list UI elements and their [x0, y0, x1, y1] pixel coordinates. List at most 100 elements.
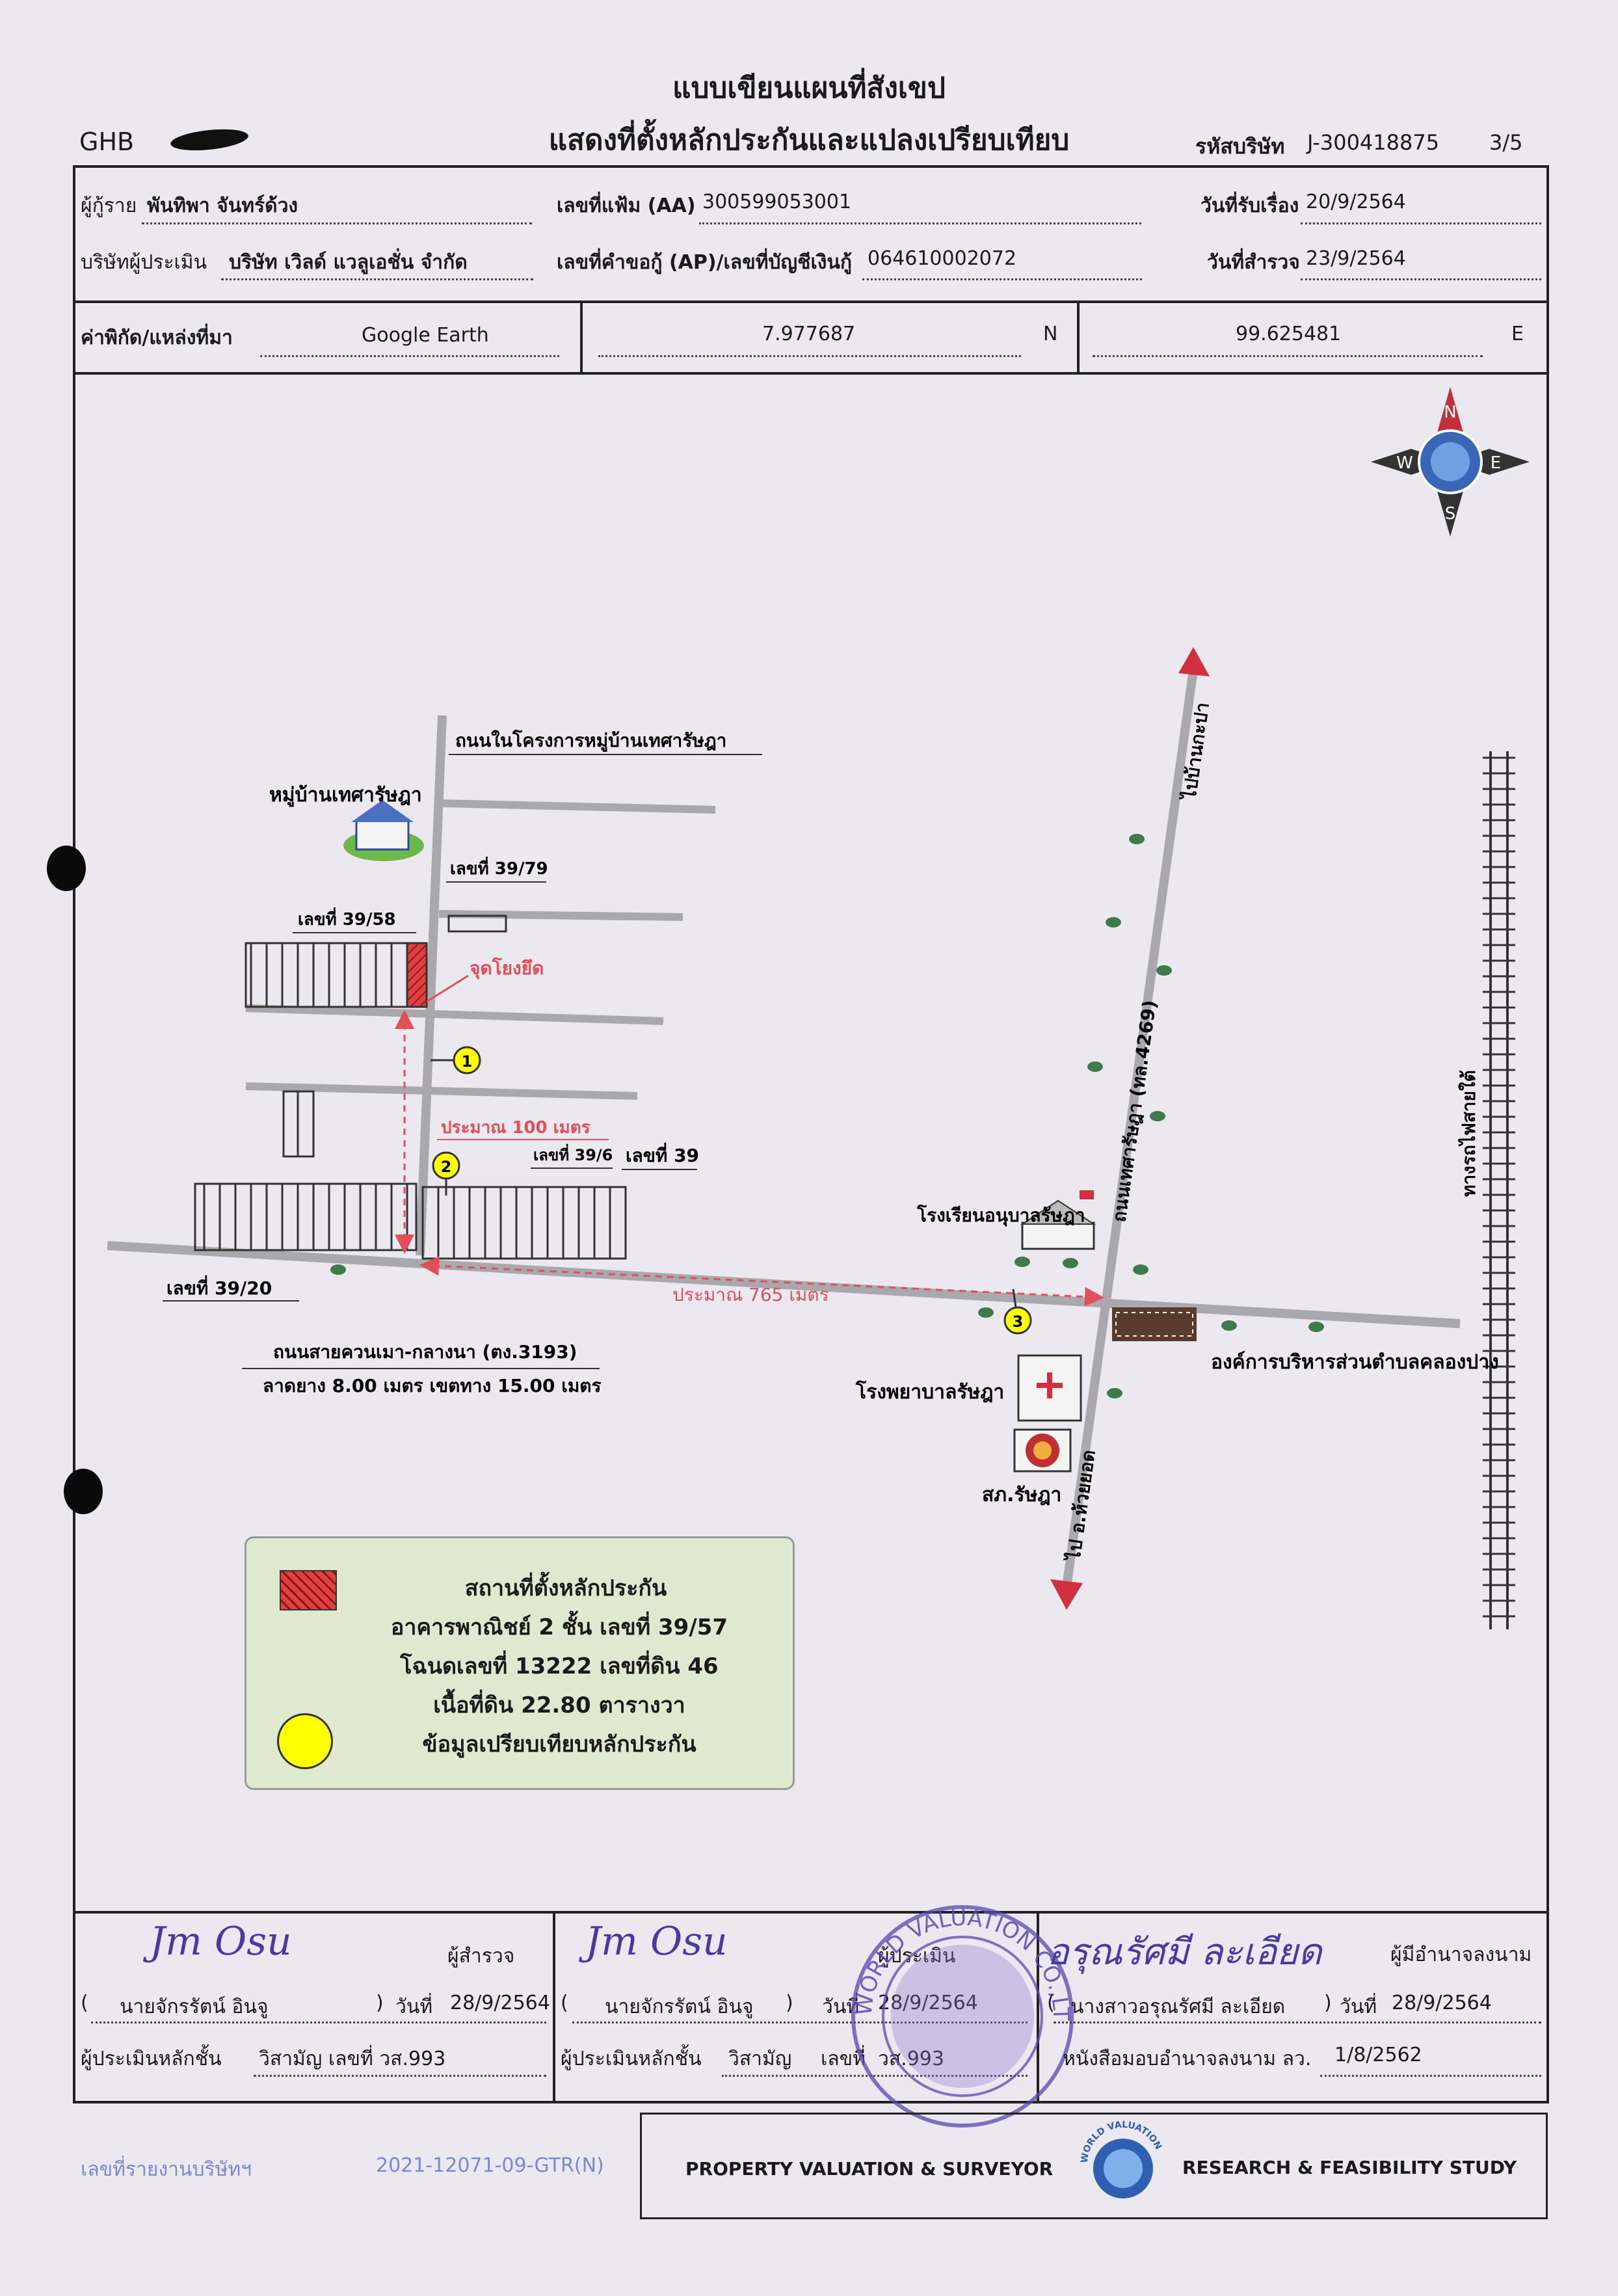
- svg-text:3: 3: [1013, 1313, 1024, 1331]
- tree-icon: [1129, 834, 1145, 844]
- tree-icon: [1015, 1257, 1030, 1267]
- collateral-plot: [406, 942, 428, 1008]
- authorized-date-label: วันที่: [1340, 1996, 1377, 2018]
- authorized-poa-date: 1/8/2562: [1334, 2044, 1422, 2066]
- appraiser-no: วส.993: [878, 2048, 944, 2070]
- surveyor-level: วิสามัญ เลขที่ วส.993: [259, 2048, 446, 2070]
- surveyor-date-label: วันที่: [395, 1996, 433, 2018]
- signature-frame: [73, 1911, 1549, 2103]
- latitude: 7.977687: [762, 323, 856, 345]
- request-no: 064610002072: [868, 247, 1017, 270]
- svg-text:2: 2: [441, 1158, 452, 1176]
- surveyor-role: ผู้สำรวจ: [447, 1945, 515, 1968]
- title-line-1: แบบเขียนแผนที่สังเขป: [672, 72, 946, 105]
- binder-hole: [47, 846, 86, 891]
- footer-right-service: RESEARCH & FEASIBILITY STUDY: [1182, 2157, 1517, 2178]
- appraiser-level: วิสามัญ: [728, 2048, 792, 2070]
- police-icon: [1013, 1428, 1072, 1473]
- railway-label: ทางรถไฟสายใต้: [1458, 1070, 1479, 1197]
- survey-date-label: วันที่สำรวจ: [1207, 251, 1300, 274]
- tree-icon: [1308, 1322, 1324, 1332]
- house-39-label: เลขที่ 39: [626, 1142, 699, 1166]
- authorized-date: 28/9/2564: [1392, 1992, 1492, 2014]
- bank-code: GHB: [79, 127, 135, 156]
- village-road: [416, 715, 447, 1256]
- coords-source: Google Earth: [362, 324, 489, 347]
- hospital-label: โรงพยาบาลรัษฎา: [855, 1380, 1004, 1404]
- company-code-label: รหัสบริษัท: [1195, 134, 1285, 159]
- surveyor-name: นายจักรรัตน์ อินจู: [120, 1996, 269, 2018]
- received-date-label: วันที่รับเรื่อง: [1200, 194, 1299, 217]
- house-row-3958: [245, 942, 410, 1008]
- report-no-label: เลขที่รายงานบริษัทฯ: [81, 2158, 252, 2181]
- arrow-to-ban-kapa: [1178, 647, 1210, 676]
- footer-left-service: PROPERTY VALUATION & SURVEYOR: [685, 2158, 1054, 2180]
- house-row-39: [421, 1186, 627, 1260]
- arrow-to-huai-yot: [1050, 1579, 1083, 1610]
- appraiser-date: 28/9/2564: [878, 1992, 978, 2014]
- legend-collateral-swatch: [280, 1570, 337, 1610]
- surveyor-level-label: ผู้ประเมินหลักชั้น: [81, 2048, 222, 2070]
- appraiser-level-label: ผู้ประเมินหลักชั้น: [561, 2048, 702, 2070]
- longitude: 99.625481: [1236, 323, 1342, 345]
- sao-building-icon: [1112, 1307, 1197, 1341]
- tree-icon: [1156, 965, 1172, 976]
- compass-rose: N S W E: [1371, 387, 1530, 537]
- school-label: โรงเรียนอนุบาลรัษฎา: [916, 1204, 1085, 1227]
- appraiser-company: บริษัท เวิลด์ แวลูเอชั่น จำกัด: [229, 251, 468, 274]
- tree-icon: [1063, 1258, 1078, 1268]
- page-number: 3/5: [1489, 130, 1523, 155]
- borrower-name: พันทิพา จันทร์ด้วง: [147, 194, 298, 217]
- tree-icon: [1106, 917, 1121, 928]
- compass-w: W: [1396, 453, 1413, 473]
- legend-deed: โฉนดเลขที่ 13222 เลขที่ดิน 46: [400, 1653, 719, 1679]
- tree-icon: [1107, 1388, 1122, 1398]
- appraiser-name: นายจักรรัตน์ อินจู: [605, 1996, 754, 2018]
- footer-box: [640, 2113, 1548, 2219]
- hospital-icon: [1017, 1354, 1082, 1422]
- tree-icon: [978, 1307, 994, 1318]
- received-date: 20/9/2564: [1306, 191, 1406, 213]
- distance-765-line: [419, 1256, 1104, 1307]
- company-code: J-300418875: [1307, 130, 1440, 155]
- distance-765-label: ประมาณ 765 เมตร: [672, 1284, 829, 1305]
- anchor-point-label: จุดโยงยึด: [470, 957, 544, 980]
- comparison-marker-3: 3: [1003, 1288, 1032, 1335]
- legend-area: เนื้อที่ดิน 22.80 ตารางวา: [433, 1692, 685, 1718]
- village-house-icon: [343, 800, 424, 861]
- survey-date: 23/9/2564: [1306, 247, 1406, 270]
- legend-collateral-location: สถานที่ตั้งหลักประกัน: [464, 1575, 667, 1601]
- police-label: สภ.รัษฎา: [982, 1484, 1061, 1506]
- latitude-dir: N: [1043, 323, 1058, 345]
- company-stamp: WORLD VALUATION CO.,LTD.: [845, 1899, 1074, 2128]
- house-3979: [447, 914, 507, 933]
- house-3958-label: เลขที่ 39/58: [298, 907, 396, 929]
- tree-icon: [1221, 1320, 1237, 1331]
- authorized-name: นางสาวอรุณรัศมี ละเอียด: [1070, 1996, 1286, 2018]
- village-name: หมู่บ้านเทศารัษฎา: [269, 784, 422, 807]
- signature-surveyor: Jm Osu: [150, 1919, 292, 1964]
- request-no-label: เลขที่คำขอกู้ (AP)/เลขที่บัญชีเงินกู้: [557, 251, 853, 274]
- road-tesa-label: ถนนเทศารัษฎา (ทล.4269): [1108, 998, 1161, 1223]
- tree-icon: [1133, 1264, 1148, 1275]
- compass-n: N: [1444, 403, 1456, 422]
- title-line-2: แสดงที่ตั้งหลักประกันและแปลงเปรียบเทียบ: [548, 124, 1070, 157]
- appraiser-company-label: บริษัทผู้ประเมิน: [81, 251, 207, 274]
- surveyor-date: 28/9/2564: [450, 1992, 550, 2014]
- comparison-marker-2: 2: [432, 1151, 460, 1195]
- appraiser-role: ผู้ประเมิน: [878, 1945, 956, 1968]
- road-village-label: ถนนในโครงการหมู่บ้านเทศารัษฎา: [455, 729, 726, 752]
- signature-authorized: อรุณรัศมี ละเอียด: [1047, 1931, 1322, 1973]
- binder-hole: [64, 1469, 103, 1514]
- tesarat-road: [1062, 669, 1198, 1588]
- compass-s: S: [1445, 504, 1456, 524]
- longitude-dir: E: [1511, 323, 1524, 345]
- tree-icon: [330, 1264, 346, 1275]
- tree-icon: [1150, 1111, 1165, 1121]
- tree-icon: [1087, 1061, 1103, 1072]
- legend-comparison: ข้อมูลเปรียบเทียบหลักประกัน: [422, 1731, 696, 1757]
- road-main-spec: ลาดยาง 8.00 เมตร เขตทาง 15.00 เมตร: [263, 1375, 602, 1396]
- authorized-role: ผู้มีอำนาจลงนาม: [1390, 1943, 1532, 1966]
- legend-comparison-swatch: [277, 1713, 333, 1769]
- coords-label: ค่าพิกัด/แหล่งที่มา: [81, 327, 233, 349]
